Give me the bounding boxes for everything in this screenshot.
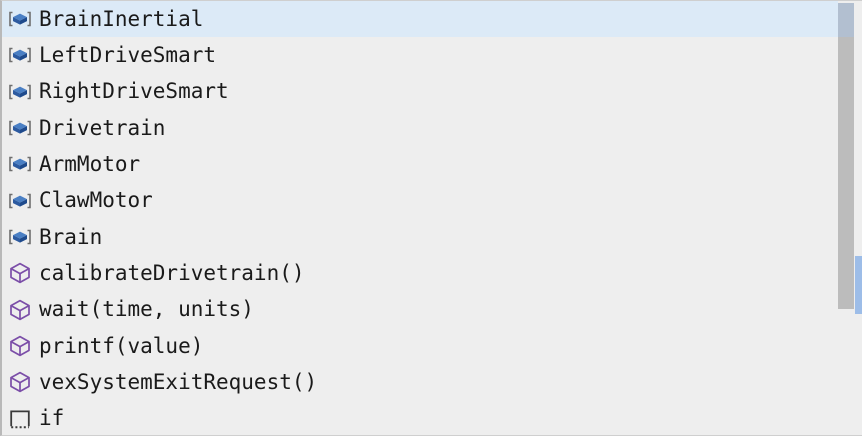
list-item[interactable]: vexSystemExitRequest(): [2, 364, 840, 401]
list-item[interactable]: wait(time, units): [2, 291, 840, 328]
list-item[interactable]: Drivetrain: [2, 109, 840, 147]
device-box-icon: [9, 193, 31, 209]
device-box-icon: [9, 157, 31, 172]
list-item[interactable]: ArmMotor: [2, 146, 840, 183]
list-item[interactable]: LeftDriveSmart: [2, 37, 840, 74]
list-item-label: Drivetrain: [39, 115, 166, 140]
scrollbar-gutter: [854, 1, 862, 435]
list-item-label: if: [39, 406, 65, 431]
device-box-icon: [9, 11, 31, 27]
list-item-label: calibrateDrivetrain(): [39, 260, 305, 285]
list-item-label: ArmMotor: [39, 151, 141, 176]
function-cube-icon: [10, 263, 30, 284]
list-item-label: LeftDriveSmart: [39, 42, 217, 67]
list-item[interactable]: printf(value): [2, 327, 840, 365]
device-box-icon: [9, 229, 31, 245]
scrollbar-accent-marker: [855, 256, 862, 314]
list-item-label: Brain: [39, 224, 103, 249]
list-item-label: ClawMotor: [39, 188, 153, 213]
scrollbar-thumb-highlight: [838, 3, 854, 37]
function-cube-icon: [10, 299, 30, 321]
list-item-label: printf(value): [39, 333, 204, 358]
list-item[interactable]: if: [2, 400, 840, 435]
list-item[interactable]: Brain: [2, 218, 840, 256]
list-item-label: BrainInertial: [39, 6, 204, 31]
function-cube-icon: [10, 372, 30, 393]
list-item[interactable]: calibrateDrivetrain(): [2, 255, 840, 292]
keyword-block-icon: [10, 410, 30, 428]
list-item-label: RightDriveSmart: [39, 79, 229, 104]
scrollbar-thumb[interactable]: [838, 3, 854, 309]
list-item-label: wait(time, units): [39, 297, 254, 322]
function-cube-icon: [10, 335, 30, 357]
list-item[interactable]: ClawMotor: [2, 182, 840, 219]
list-item[interactable]: BrainInertial: [2, 1, 840, 38]
list-item[interactable]: RightDriveSmart: [2, 73, 840, 110]
device-box-icon: [9, 84, 31, 100]
device-box-icon: [9, 48, 31, 63]
device-box-icon: [9, 120, 31, 136]
list-item-label: vexSystemExitRequest(): [39, 369, 318, 394]
